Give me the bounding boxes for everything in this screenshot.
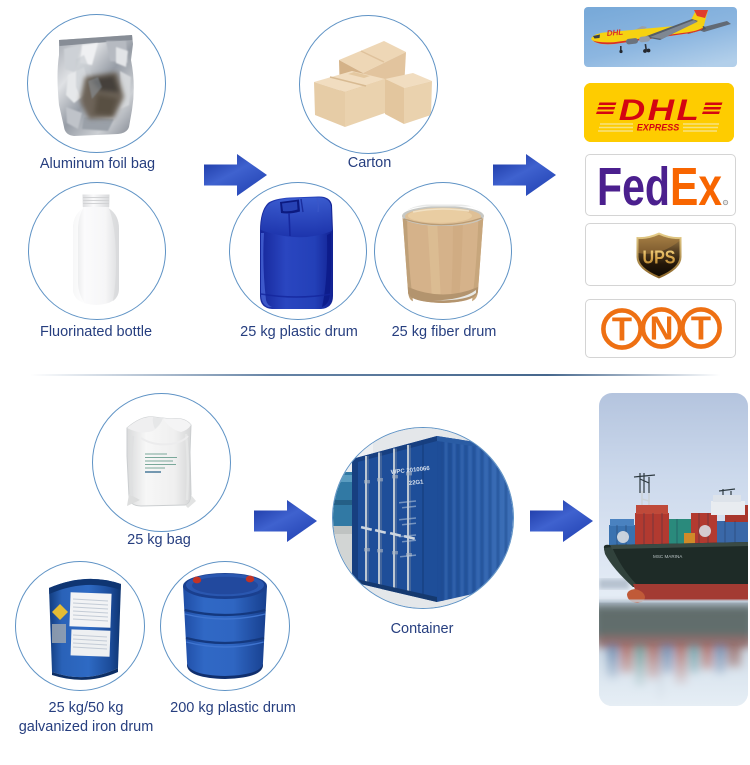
svg-text:22G1: 22G1	[409, 479, 425, 487]
svg-text:UPS: UPS	[643, 248, 676, 268]
svg-text:WPC 2010066: WPC 2010066	[391, 466, 431, 476]
svg-text:R: R	[724, 201, 727, 205]
svg-text:Fed: Fed	[597, 157, 670, 216]
svg-text:T: T	[612, 311, 632, 348]
svg-text:Ex: Ex	[670, 157, 722, 216]
svg-text:T: T	[691, 310, 711, 347]
svg-text:EXPRESS: EXPRESS	[637, 123, 680, 133]
svg-text:N: N	[650, 310, 674, 347]
svg-text:DHL: DHL	[606, 28, 623, 38]
svg-text:MSC MARINA: MSC MARINA	[653, 554, 683, 559]
